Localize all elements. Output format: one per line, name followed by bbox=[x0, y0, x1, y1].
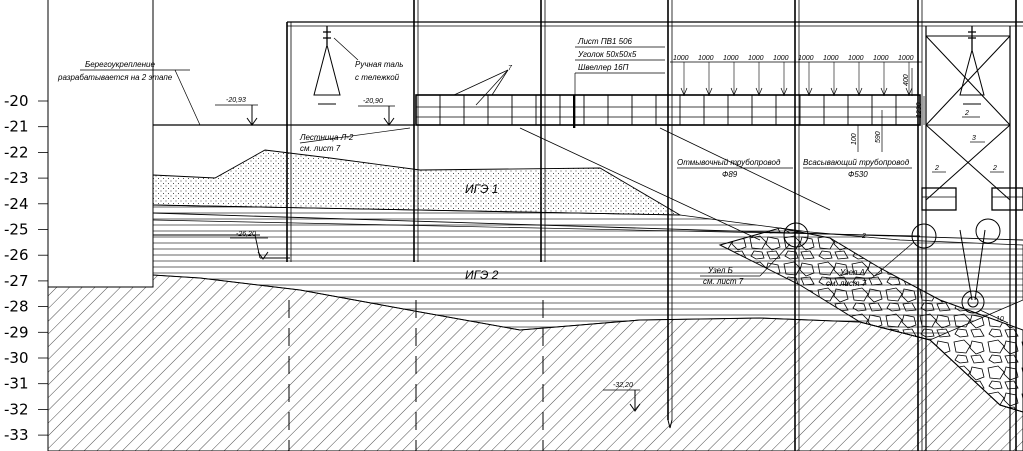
soil-layers: ИГЭ 1 ИГЭ 2 bbox=[47, 149, 1023, 451]
tower-hoist bbox=[959, 26, 985, 105]
support-tower bbox=[783, 26, 1023, 451]
callout-2-b: 2 bbox=[934, 165, 939, 172]
suction-pipe-diameter: Ф530 bbox=[848, 170, 868, 179]
dim-arrow bbox=[855, 87, 863, 96]
callouts: 2 3 2 2 2 10 bbox=[861, 110, 1009, 324]
node-a-line1: Узел А bbox=[839, 268, 865, 277]
ladder-note: Лестница Л-2 см. лист 7 bbox=[299, 127, 411, 153]
dim-1000: 1000 bbox=[823, 55, 839, 62]
scale-label: -33 bbox=[4, 426, 29, 444]
node-b-line2: см. лист 7 bbox=[703, 277, 744, 286]
node-a-line2: см. лист 7 bbox=[826, 279, 867, 288]
dim-arrow bbox=[780, 87, 788, 96]
spacing-dimensions: 1000 1000 1000 1000 1000 1000 1000 1000 1000 1000 bbox=[670, 55, 922, 96]
callout-2-a: 2 bbox=[964, 110, 969, 117]
washout-pipe-label: Отмывочный трубопровод bbox=[677, 158, 781, 167]
pipeline-notes: Отмывочный трубопровод Ф89 Всасывающий т… bbox=[519, 127, 912, 241]
washout-pipe-diameter: Ф89 bbox=[722, 170, 738, 179]
ladder-note-line2: см. лист 7 bbox=[300, 144, 341, 153]
scale-label: -20 bbox=[4, 92, 29, 110]
dim-1000: 1000 bbox=[698, 55, 714, 62]
dim-1000: 1000 bbox=[898, 55, 914, 62]
scale-label: -25 bbox=[4, 221, 29, 239]
callout-3: 3 bbox=[972, 135, 976, 142]
level-label-shore-left: -20,93 bbox=[226, 97, 246, 104]
dim-arrow bbox=[755, 87, 763, 96]
scale-label: -28 bbox=[4, 298, 29, 316]
dim-1230: 1230 bbox=[916, 102, 923, 118]
level-mark-shore-left: -20,93 bbox=[215, 97, 258, 126]
node-notes: Узел Б см. лист 7 Узел А см. лист 7 bbox=[700, 241, 915, 288]
dim-1000: 1000 bbox=[673, 55, 689, 62]
scale-label: -32 bbox=[4, 400, 29, 418]
note-sheet-ref: Лист ПВ1 506 bbox=[577, 37, 633, 46]
callout-7: 7 bbox=[508, 65, 513, 72]
dim-1000: 1000 bbox=[773, 55, 789, 62]
dim-arrow bbox=[805, 87, 813, 96]
piles bbox=[286, 0, 1017, 451]
note-channel-ref: Швеллер 16П bbox=[578, 63, 629, 72]
dim-1000: 1000 bbox=[873, 55, 889, 62]
hoist-note-line1: Ручная таль bbox=[355, 60, 403, 69]
dim-1000: 1000 bbox=[848, 55, 864, 62]
dim-1000: 1000 bbox=[723, 55, 739, 62]
dim-arrow bbox=[830, 87, 838, 96]
level-mark-water: -26,20 bbox=[230, 231, 269, 260]
hoist-note-line2: с тележкой bbox=[355, 73, 400, 82]
note-angle-ref: Уголок 50х50х5 bbox=[577, 50, 637, 59]
scale-label: -27 bbox=[4, 272, 29, 290]
dim-400: 400 bbox=[903, 74, 910, 86]
layer-label-ige1: ИГЭ 1 bbox=[465, 182, 498, 196]
deck-truss bbox=[415, 94, 921, 128]
node-b-line1: Узел Б bbox=[707, 266, 733, 275]
scale-label: -22 bbox=[4, 143, 29, 161]
dim-arrow bbox=[680, 87, 688, 96]
level-mark-pile-tip: -32,20 bbox=[603, 382, 641, 412]
level-label-pile-tip: -32,20 bbox=[613, 382, 633, 389]
bank-note-line1: Берегоукрепление bbox=[85, 60, 155, 69]
dim-arrow bbox=[705, 87, 713, 96]
dim-100: 100 bbox=[851, 133, 858, 145]
dim-590: 590 bbox=[875, 131, 882, 143]
hand-hoist: Ручная таль с тележкой bbox=[313, 26, 403, 105]
scale-label: -24 bbox=[4, 195, 29, 213]
scale-label: -23 bbox=[4, 169, 29, 187]
scale-label: -30 bbox=[4, 349, 29, 367]
callout-2-d: 2 bbox=[861, 233, 866, 240]
layer-label-ige2: ИГЭ 2 bbox=[465, 268, 499, 282]
scale-label: -29 bbox=[4, 323, 29, 341]
level-mark-shore-right: -20,90 bbox=[358, 98, 395, 126]
vertical-dimensions: 400 1230 100 590 bbox=[851, 68, 925, 152]
bank-note-line2: разрабатывается на 2 этапе bbox=[57, 73, 173, 82]
level-label-shore-right: -20,90 bbox=[363, 98, 383, 105]
dim-1000: 1000 bbox=[798, 55, 814, 62]
level-label-water: -26,20 bbox=[236, 231, 256, 238]
scale-label: -21 bbox=[4, 118, 29, 136]
dim-arrow bbox=[880, 87, 888, 96]
dim-1000: 1000 bbox=[748, 55, 764, 62]
scale-label: -31 bbox=[4, 375, 29, 393]
suction-pipe-label: Всасывающий трубопровод bbox=[803, 158, 910, 167]
dim-arrow bbox=[905, 87, 913, 96]
scale-label: -26 bbox=[4, 246, 29, 264]
ladder-note-line1: Лестница Л-2 bbox=[299, 133, 354, 142]
dim-arrow bbox=[730, 87, 738, 96]
elevation-scale: -20 -21 -22 -23 -24 -25 -26 -27 -28 -29 -30 -31 -32 -… bbox=[4, 92, 48, 444]
top-frame bbox=[286, 21, 1023, 27]
callout-2-c: 2 bbox=[992, 165, 997, 172]
material-notes: Лист ПВ1 506 Уголок 50х50х5 Швеллер 16П … bbox=[453, 37, 665, 128]
